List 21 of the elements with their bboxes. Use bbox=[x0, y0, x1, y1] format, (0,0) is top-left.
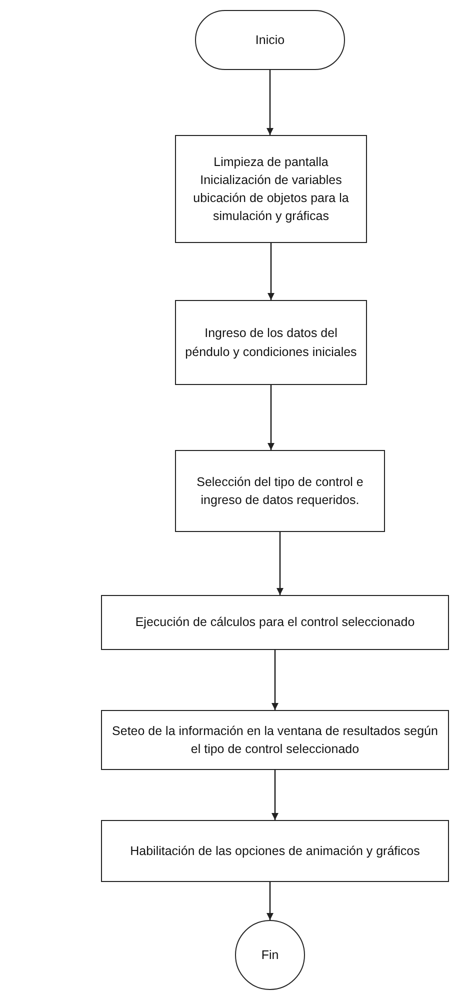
process-box bbox=[175, 135, 367, 243]
arrow bbox=[266, 882, 274, 920]
process-box bbox=[101, 595, 449, 650]
node-text: Fin bbox=[261, 946, 279, 964]
process-box bbox=[175, 300, 367, 385]
node-text: Ejecución de cálculos para el control seleccionado bbox=[135, 614, 415, 632]
arrow bbox=[272, 650, 278, 710]
node-text: Selección del tipo de control e ingreso de datos requeridos. bbox=[196, 474, 364, 509]
process-box bbox=[101, 820, 449, 882]
arrow bbox=[272, 770, 278, 820]
process-box bbox=[101, 710, 449, 770]
process-box bbox=[175, 450, 385, 532]
node-text: Inicio bbox=[255, 32, 285, 49]
arrow bbox=[268, 385, 274, 450]
node-text: Seteo de la información en la ventana de resultados según el tipo de control seleccionado bbox=[111, 722, 439, 758]
node-text: Habilitación de las opciones de animación y gráficos bbox=[130, 842, 420, 860]
arrow bbox=[268, 243, 274, 300]
node-text: Limpieza de pantalla Inicialización de variables ubicación de objetos para la simulación y gráficas bbox=[192, 154, 350, 226]
arrow bbox=[266, 70, 274, 135]
node-text: Ingreso de los datos del péndulo y condiciones iniciales bbox=[184, 325, 358, 361]
arrow bbox=[276, 532, 284, 595]
